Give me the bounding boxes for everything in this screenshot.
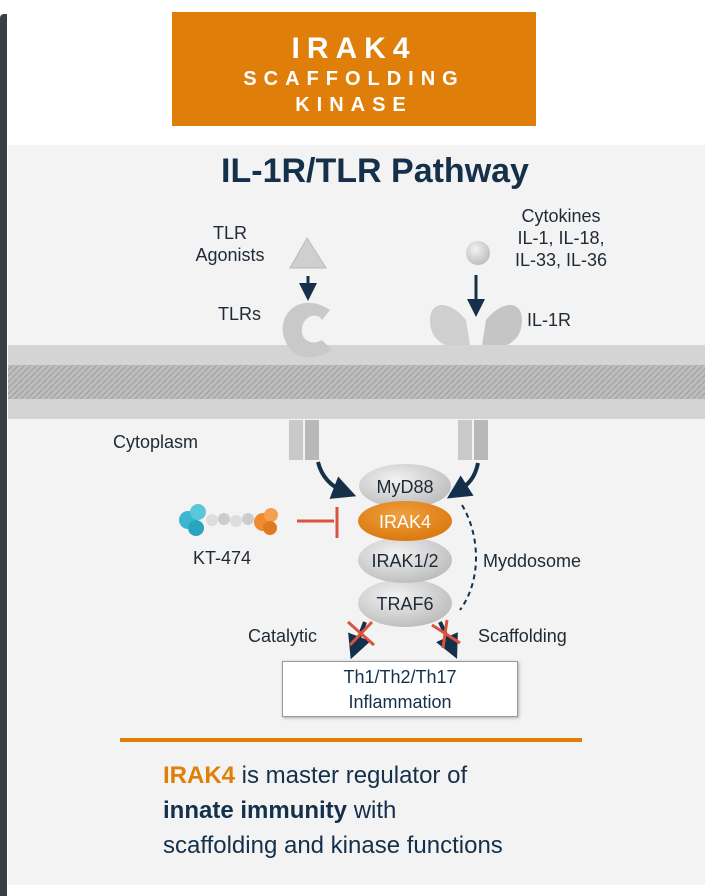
summary-text: IRAK4 is master regulator of innate immu… xyxy=(163,758,503,863)
output-line1: Th1/Th2/Th17 xyxy=(343,667,457,687)
tlrs-label: TLRs xyxy=(218,304,262,324)
scaffolding-label: Scaffolding xyxy=(478,626,567,646)
diagram-panel xyxy=(8,145,705,885)
irak4-label: IRAK4 xyxy=(378,512,432,532)
catalytic-label: Catalytic xyxy=(248,626,318,646)
summary-rest1: is master regulator of xyxy=(235,762,468,789)
myddosome-stack xyxy=(358,464,452,627)
output-line2: Inflammation xyxy=(348,692,452,712)
scaffolding-block-x-icon xyxy=(431,619,461,649)
kt474-label: KT-474 xyxy=(193,548,252,568)
banner-title: IRAK4 xyxy=(291,32,417,65)
banner-subtitle-1: SCAFFOLDING xyxy=(243,68,465,90)
summary-bold: innate immunity xyxy=(163,797,348,824)
divider-rule xyxy=(120,738,582,742)
kt474-molecule-icon xyxy=(179,504,278,536)
cytokines-label: Cytokines IL-1, IL-18, IL-33, IL-36 xyxy=(496,205,626,271)
il1r-to-myd88-arrow-icon xyxy=(446,462,480,499)
cytoplasm-label: Cytoplasm xyxy=(113,432,199,452)
tlr-agonist-pyramid-icon xyxy=(289,237,327,269)
tlr-to-myd88-arrow-icon xyxy=(316,461,357,499)
irak12-label: IRAK1/2 xyxy=(371,551,439,571)
cytokines-line1: Cytokines xyxy=(521,206,601,226)
myddosome-label: Myddosome xyxy=(483,551,582,571)
header-banner: IRAK4 SCAFFOLDING KINASE xyxy=(172,12,536,126)
myd88-label: MyD88 xyxy=(376,477,434,497)
il1r-label: IL-1R xyxy=(527,310,572,330)
inhibition-icon xyxy=(297,507,339,538)
summary-line3: scaffolding and kinase functions xyxy=(163,832,503,859)
tlr-receptor-icon xyxy=(282,302,332,460)
summary-highlight: IRAK4 xyxy=(163,762,236,789)
cytokine-ball-icon xyxy=(466,241,490,265)
left-edge-bar xyxy=(0,14,7,896)
tlr-agonists-line1: TLR xyxy=(212,223,247,243)
pathway-title: IL-1R/TLR Pathway xyxy=(221,152,529,190)
summary-rest2: with xyxy=(347,797,397,824)
cytokines-line2: IL-1, IL-18, xyxy=(517,228,605,248)
catalytic-block-x-icon xyxy=(347,620,375,647)
traf6-label: TRAF6 xyxy=(376,594,434,614)
cell-membrane xyxy=(8,345,705,419)
cytokines-line3: IL-33, IL-36 xyxy=(514,250,608,270)
tlr-agonists-label: TLR Agonists xyxy=(185,222,275,266)
banner-subtitle-2: KINASE xyxy=(295,94,413,116)
myddosome-bracket xyxy=(459,504,477,611)
il1r-receptor-icon xyxy=(430,305,522,460)
tlr-agonists-line2: Agonists xyxy=(195,245,265,265)
inflammation-output-box: Th1/Th2/Th17 Inflammation xyxy=(282,661,518,717)
